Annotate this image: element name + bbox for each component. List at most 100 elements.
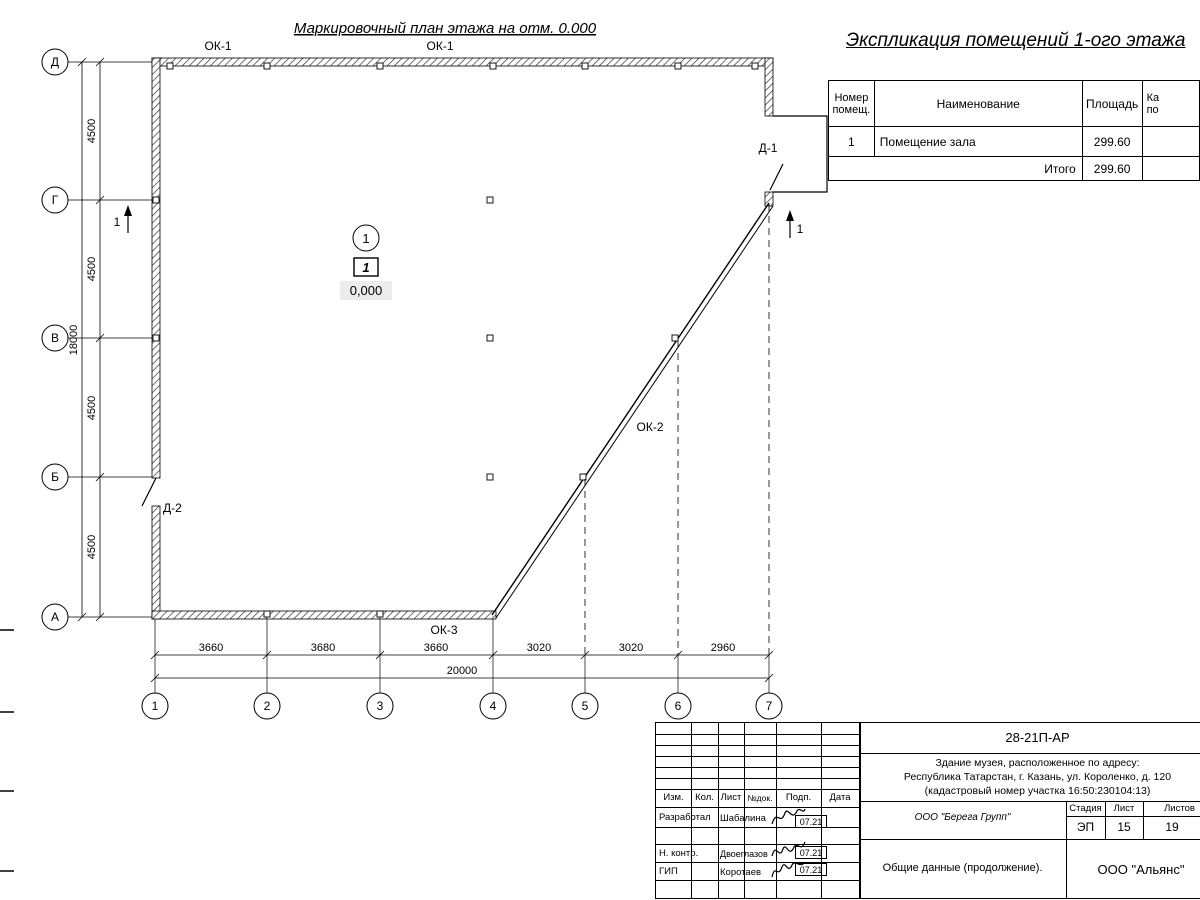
- title-block: 28-21П-АР Здание музея, расположенное по…: [655, 722, 1200, 899]
- axis-label-g: Г: [52, 193, 59, 207]
- doc-number: 28-21П-АР: [1005, 730, 1070, 745]
- sheets-value: 19: [1165, 820, 1179, 834]
- stage-label: Стадия: [1069, 803, 1102, 814]
- frame-marks: [0, 629, 14, 872]
- dim-3660-2: 3660: [424, 642, 448, 654]
- axis-label-d: Д: [51, 55, 59, 69]
- vertical-dimensions: [77, 57, 105, 622]
- vertical-dimension-texts: 4500 4500 4500 4500 18000: [68, 119, 98, 559]
- col-podp: Подп.: [785, 792, 812, 803]
- axis-label-1: 1: [152, 699, 159, 713]
- role-gip: ГИП: [659, 866, 678, 877]
- explication-title: Экспликация помещений 1-ого этажа: [846, 30, 1186, 51]
- room-number-box: 1: [362, 260, 369, 275]
- section-label-left: 1: [114, 215, 121, 229]
- opening-labels: ОК-1 ОК-1 ОК-2 ОК-3 Д-1 Д-2: [163, 39, 778, 637]
- room-number-circle: 1: [362, 231, 369, 246]
- label-ok1-left: ОК-1: [205, 39, 232, 53]
- row-axis-bubbles: [41, 48, 69, 631]
- axis-label-6: 6: [675, 699, 682, 713]
- horizontal-dimension-texts: 3660 3680 3660 3020 3020 2960 20000: [199, 642, 735, 677]
- sheet-value: 15: [1117, 820, 1131, 834]
- dim-3680: 3680: [311, 642, 335, 654]
- dim-18000: 18000: [68, 325, 80, 356]
- date-developer: 07.21: [795, 815, 827, 828]
- axis-label-a: А: [51, 610, 59, 624]
- explication-total-row: Итого 299.60: [828, 156, 1200, 181]
- label-d1: Д-1: [759, 141, 778, 155]
- col-axis-labels: 1 2 3 4 5 6 7: [152, 699, 773, 713]
- room-number-cell: 1: [828, 126, 875, 157]
- col-list: Лист: [720, 792, 742, 803]
- total-area-cell: 299.60: [1081, 156, 1143, 181]
- row-axis-labels: Д Г В Б А: [51, 55, 59, 624]
- column-markers: [152, 62, 759, 618]
- axis-label-2: 2: [264, 699, 271, 713]
- dim-4500-1: 4500: [86, 119, 98, 143]
- axis-label-7: 7: [766, 699, 773, 713]
- section-mark-left: 1: [114, 205, 132, 233]
- axis-label-5: 5: [582, 699, 589, 713]
- sheet-label: Лист: [1113, 803, 1135, 814]
- total-label-cell: Итого: [828, 156, 1083, 181]
- axis-label-4: 4: [490, 699, 497, 713]
- dim-4500-4: 4500: [86, 535, 98, 559]
- axis-lines: [68, 61, 770, 693]
- date-ncontrol: 07.21: [795, 846, 827, 859]
- role-developer: Разработал: [659, 812, 711, 823]
- total-category-cell: [1141, 156, 1200, 181]
- dim-20000: 20000: [447, 665, 478, 677]
- section-mark-right: 1: [786, 210, 804, 238]
- col-kol: Кол.: [695, 792, 714, 803]
- explication-table: Номер помещ. Наименование Площадь Ка по …: [828, 80, 1200, 181]
- label-d2: Д-2: [163, 501, 182, 515]
- signature-developer: [771, 808, 806, 825]
- room-category-cell: [1141, 126, 1200, 157]
- axis-label-3: 3: [377, 699, 384, 713]
- dim-3020-2: 3020: [619, 642, 643, 654]
- label-ok1-right: ОК-1: [427, 39, 454, 53]
- dim-4500-3: 4500: [86, 396, 98, 420]
- contractor-name: ООО "Альянс": [1097, 862, 1185, 877]
- door-d2: [141, 477, 157, 507]
- dim-4500-2: 4500: [86, 257, 98, 281]
- header-room-number: Номер помещ.: [828, 80, 875, 127]
- company-name: ООО "Берега Групп": [914, 812, 1011, 823]
- door-d1: [769, 115, 828, 193]
- col-data: Дата: [829, 792, 851, 803]
- col-axis-bubbles: [141, 692, 783, 720]
- col-izm: Изм.: [663, 792, 684, 803]
- room-marker: 1 1 0,000: [340, 224, 392, 300]
- axis-label-v: В: [51, 331, 59, 345]
- elevation-mark: 0,000: [350, 283, 383, 298]
- section-label-right: 1: [797, 222, 804, 236]
- explication-row: 1 Помещение зала 299.60: [828, 126, 1200, 157]
- plan-title: Маркировочный план этажа на отм. 0.000: [294, 20, 597, 37]
- name-ncontrol: Двоеглазов: [720, 849, 768, 859]
- header-category: Ка по: [1141, 80, 1200, 127]
- header-area: Площадь: [1081, 80, 1143, 127]
- diagonal-window-wall: [491, 202, 774, 619]
- horizontal-dimensions: [150, 650, 774, 683]
- walls: [151, 57, 774, 620]
- name-gip: Коротаев: [720, 867, 762, 878]
- room-name-cell: Помещение зала: [873, 126, 1083, 157]
- dim-2960: 2960: [711, 642, 735, 654]
- stage-value: ЭП: [1076, 820, 1095, 834]
- axis-label-b: Б: [51, 470, 59, 484]
- date-gip: 07.21: [795, 863, 827, 876]
- col-ndok: №док.: [747, 793, 773, 803]
- room-area-cell: 299.60: [1081, 126, 1143, 157]
- dim-3020-1: 3020: [527, 642, 551, 654]
- header-name: Наименование: [873, 80, 1083, 127]
- label-ok2: ОК-2: [637, 420, 664, 434]
- dashed-lines: [584, 204, 770, 655]
- label-ok3: ОК-3: [431, 623, 458, 637]
- doc-title: Общие данные (продолжение).: [882, 862, 1043, 874]
- role-ncontrol: Н. контр.: [659, 848, 699, 859]
- sheets-label: Листов: [1164, 803, 1195, 814]
- name-developer: Шабалина: [720, 813, 766, 824]
- explication-header-row: Номер помещ. Наименование Площадь Ка по: [828, 80, 1200, 127]
